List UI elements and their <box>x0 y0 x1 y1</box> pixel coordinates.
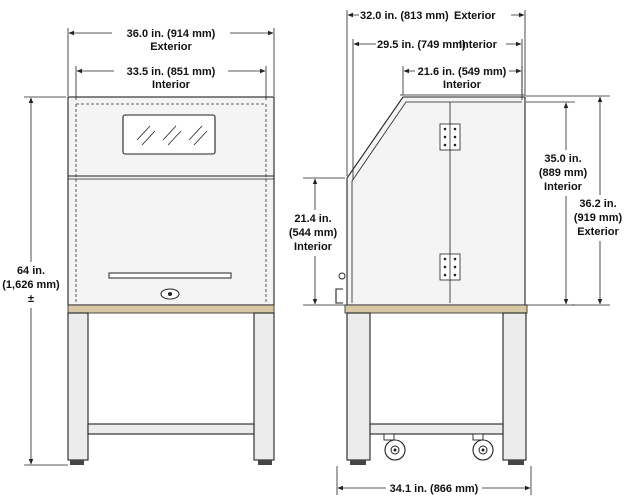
front-int-width-mask <box>114 65 228 77</box>
right-caster-mount <box>472 433 484 441</box>
lower-hinge-screw-2 <box>443 265 447 269</box>
lower-hinge-screw-5 <box>453 265 457 269</box>
side-front-foot <box>350 460 366 465</box>
side-ext-depth-caption: Exterior <box>454 10 496 22</box>
upper-hinge-screw-1 <box>443 127 447 131</box>
front-base-band <box>67 304 275 314</box>
side-top-int-mask <box>415 65 509 77</box>
front-height-line3: ± <box>28 293 34 305</box>
front-height-mask <box>2 262 62 308</box>
side-rear-leg <box>502 312 527 461</box>
side-front-height-mask <box>284 210 344 256</box>
front-right-foot <box>258 460 272 465</box>
upper-hinge-screw-3 <box>443 143 447 147</box>
side-latch-bracket <box>335 288 343 304</box>
side-front-height-line3: Interior <box>294 241 333 253</box>
side-front-height-line1: 21.4 in. <box>294 213 331 225</box>
side-ext-depth-value: 32.0 in. (813 mm) <box>360 10 449 22</box>
upper-hinge-screw-6 <box>453 143 457 147</box>
left-caster-axle <box>393 448 397 452</box>
side-ext-depth-mask <box>359 9 511 21</box>
side-ext-height-line2: (919 mm) <box>574 212 623 224</box>
front-int-width-value: 33.5 in. (851 mm) <box>127 66 216 78</box>
side-base-band <box>344 304 528 314</box>
side-int-height-mask <box>536 150 596 196</box>
lower-hinge-screw-6 <box>453 273 457 277</box>
side-front-height-line2: (544 mm) <box>289 227 338 239</box>
side-front-leg <box>346 312 371 461</box>
side-top-int-caption: Interior <box>443 79 482 91</box>
lower-hinge-screw-4 <box>453 257 457 261</box>
front-left-foot <box>70 460 84 465</box>
side-rear-foot <box>508 460 524 465</box>
side-int-depth-caption: Interior <box>459 39 498 51</box>
side-cabinet-body <box>346 96 526 306</box>
side-latch-knob <box>338 272 346 280</box>
side-ext-height-mask <box>572 195 624 241</box>
front-right-leg <box>253 312 275 461</box>
side-base-depth-value: 34.1 in. (866 mm) <box>390 483 479 495</box>
front-height-line1: 64 in. <box>17 265 45 277</box>
side-int-height-line3: Interior <box>544 181 583 193</box>
side-view: 32.0 in. (813 mm) Exterior 29.5 in. (749… <box>284 9 624 495</box>
front-height-line2: (1,626 mm) <box>2 279 60 291</box>
window-glare-marks <box>136 125 208 146</box>
lower-hinge-screw-1 <box>443 257 447 261</box>
front-crossbar <box>87 423 255 435</box>
side-int-depth-mask <box>376 38 506 50</box>
lower-hinge-screw-3 <box>443 273 447 277</box>
upper-hinge-screw-2 <box>443 135 447 139</box>
upper-hinge-screw-4 <box>453 127 457 131</box>
side-int-height-line2: (889 mm) <box>539 167 588 179</box>
side-int-depth-value: 29.5 in. (749 mm) <box>377 39 466 51</box>
front-view: 36.0 in. (914 mm) Exterior 33.5 in. (851… <box>2 27 275 466</box>
front-latch-dot <box>168 292 172 296</box>
front-int-width-caption: Interior <box>152 79 191 91</box>
front-ext-width-caption: Exterior <box>150 41 192 53</box>
left-caster-mount <box>383 433 395 441</box>
side-int-height-line1: 35.0 in. <box>544 153 581 165</box>
side-base-depth-mask <box>386 482 482 495</box>
side-top-int-value: 21.6 in. (549 mm) <box>418 66 507 78</box>
side-crossbar <box>369 423 504 435</box>
side-cabinet-inner-edge <box>351 101 522 303</box>
side-ext-height-line1: 36.2 in. <box>579 198 616 210</box>
side-ext-height-line3: Exterior <box>577 226 619 238</box>
front-ext-width-value: 36.0 in. (914 mm) <box>127 28 216 40</box>
front-viewing-window <box>122 114 216 155</box>
front-left-leg <box>67 312 89 461</box>
upper-hinge-screw-5 <box>453 135 457 139</box>
front-sash-handle <box>108 272 232 279</box>
front-ext-width-mask <box>112 27 230 39</box>
right-caster-axle <box>481 448 485 452</box>
